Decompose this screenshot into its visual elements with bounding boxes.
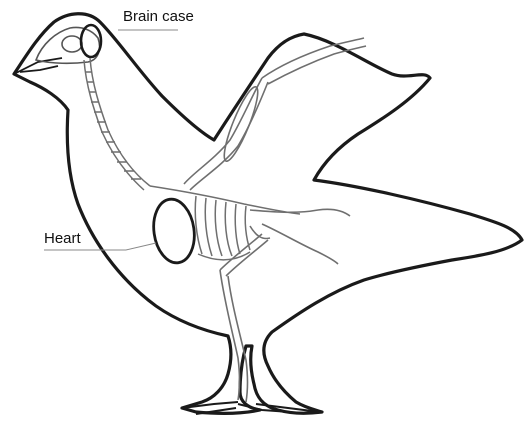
brain-case (81, 25, 101, 57)
heart-leader-line-diagonal (126, 243, 156, 250)
brain-case-label: Brain case (123, 8, 194, 25)
wing-bones (184, 38, 366, 190)
pelvis-tail (250, 209, 350, 264)
heart (150, 197, 199, 266)
heart-label: Heart (44, 230, 81, 247)
rib-cage (150, 186, 300, 260)
spine (84, 58, 150, 190)
eye-socket (62, 36, 82, 52)
